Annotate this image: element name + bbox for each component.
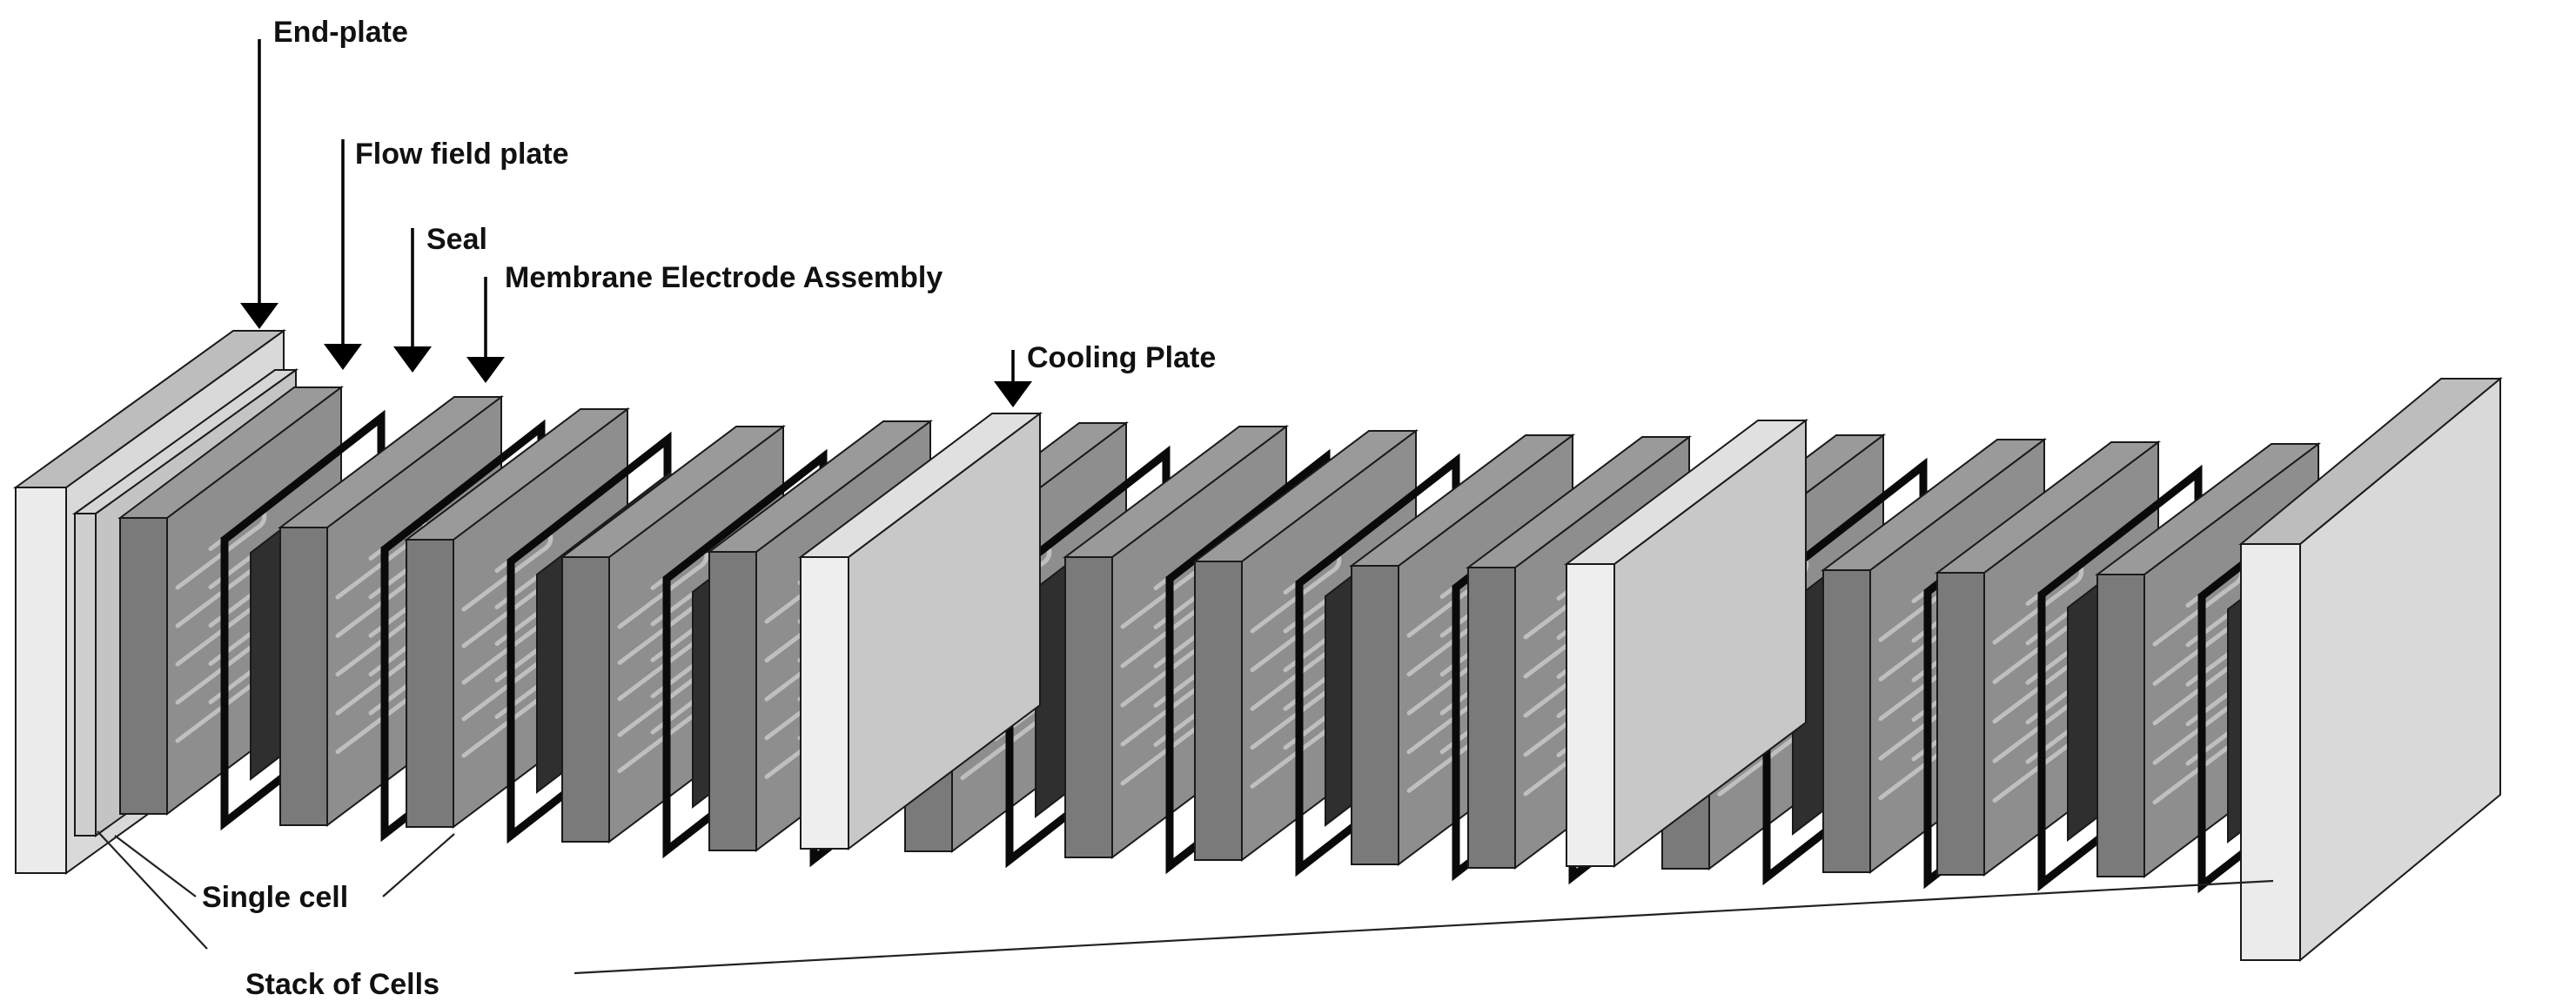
leader-stack-right	[574, 879, 2274, 975]
cell-7-flow-plate-front	[1064, 556, 1113, 858]
left-end-plate-front	[15, 487, 67, 874]
cooling-plate-1-front	[800, 556, 849, 850]
cell-14-flow-plate-front	[2096, 574, 2145, 877]
cell-1-flow-plate-front	[119, 517, 168, 815]
cell-5-flow-plate-front	[708, 551, 757, 851]
label-stack-of-cells: Stack of Cells	[245, 968, 439, 1001]
leader-lines	[97, 830, 2274, 975]
label-flow-field-plate: Flow field plate	[355, 138, 569, 171]
label-seal: Seal	[426, 223, 487, 256]
cell-4-flow-plate-front	[561, 556, 610, 843]
cell-10-flow-plate-front	[1467, 567, 1516, 869]
cooling-plate-1	[798, 412, 1043, 850]
leader-single-cell-right	[382, 833, 455, 897]
cell-9-flow-plate-front	[1351, 565, 1399, 865]
stack-plates	[12, 329, 2503, 963]
cooling-plate-2	[1564, 419, 1808, 868]
arrow-end-plate-head	[240, 303, 278, 329]
left-current-collector-front	[74, 513, 97, 837]
cell-8-flow-plate-front	[1194, 561, 1243, 861]
right-end-plate	[2238, 376, 2503, 963]
right-end-plate-front	[2240, 543, 2301, 961]
cell-12-flow-plate-front	[1822, 569, 1871, 873]
cell-13-flow-plate-front	[1936, 572, 1985, 876]
label-membrane-electrode-assembly: Membrane Electrode Assembly	[505, 261, 943, 294]
label-single-cell: Single cell	[202, 881, 348, 914]
arrow-flow-field-plate-head	[324, 344, 362, 370]
cell-3-flow-plate-front	[406, 539, 454, 828]
label-cooling-plate: Cooling Plate	[1027, 341, 1216, 374]
callout-labels: End-plate Flow field plate Seal Membrane…	[202, 16, 1216, 1001]
arrow-mea-head	[466, 357, 505, 383]
cell-2-flow-plate-front	[279, 527, 328, 826]
leader-stack-left	[97, 830, 208, 950]
callout-arrows	[240, 39, 1032, 407]
leader-single-cell-left	[114, 835, 197, 897]
arrow-seal-head	[393, 346, 432, 373]
right-end-plate-face	[2299, 376, 2501, 963]
label-end-plate: End-plate	[273, 16, 408, 49]
arrow-cooling-plate-head	[994, 381, 1032, 407]
cooling-plate-2-front	[1566, 563, 1615, 867]
